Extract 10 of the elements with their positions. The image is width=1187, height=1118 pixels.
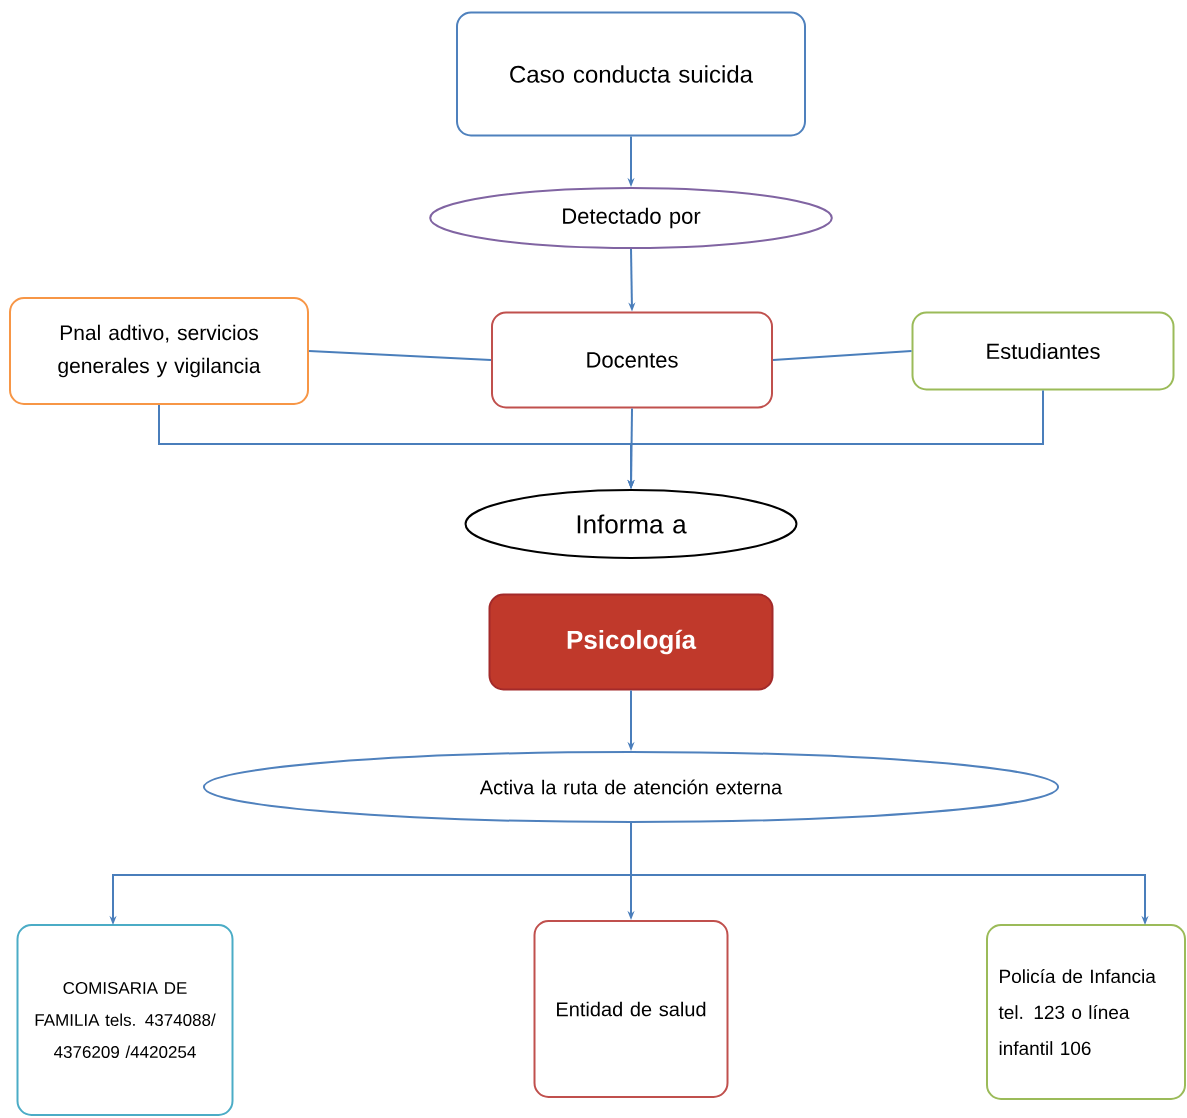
process-box: COMISARIA DE FAMILIA tels. 4374088/ 4376209 /4420254 — [16, 924, 234, 1116]
process-box: Psicología — [488, 593, 774, 691]
process-box: Docentes — [491, 311, 773, 409]
process-box: Pnal adtivo, servicios generales y vigilancia — [9, 297, 309, 405]
process-box: Entidad de salud — [533, 920, 729, 1098]
process-box: Estudiantes — [911, 311, 1175, 391]
process-box: Caso conducta suicida — [456, 11, 806, 137]
connector-line — [772, 350, 913, 361]
connector-line — [308, 350, 492, 361]
process-box: Policía de Infancia tel. 123 o línea infantil 106 — [986, 924, 1186, 1100]
